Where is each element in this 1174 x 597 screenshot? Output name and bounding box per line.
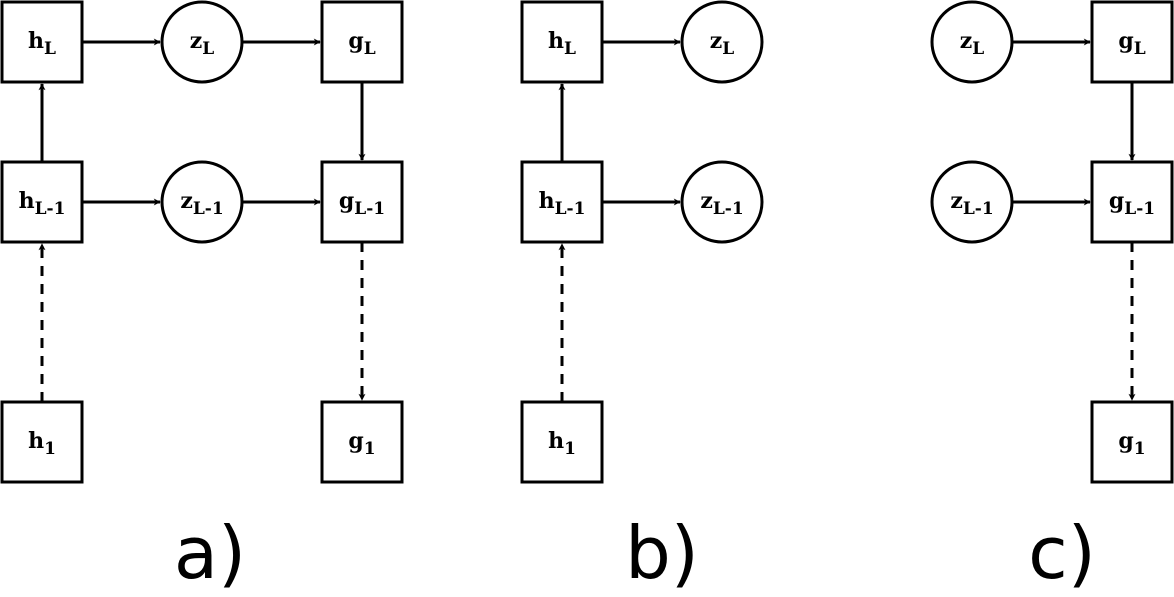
- node-g1: g1: [1090, 400, 1174, 484]
- svg-text:zL-1: zL-1: [180, 188, 223, 219]
- svg-text:hL-1: hL-1: [539, 188, 586, 219]
- svg-text:hL: hL: [28, 28, 56, 59]
- node-zL1: zL-1: [680, 160, 764, 244]
- svg-text:zL: zL: [710, 28, 735, 59]
- svg-text:g1: g1: [348, 428, 375, 459]
- svg-text:gL: gL: [348, 28, 375, 59]
- svg-text:gL-1: gL-1: [1109, 188, 1155, 219]
- svg-text:h1: h1: [548, 428, 576, 459]
- panel-b: hL zL hL-1 zL-1 h1 b): [520, 0, 764, 595]
- svg-text:zL: zL: [190, 28, 215, 59]
- panel-label-c: c): [1028, 511, 1096, 595]
- svg-text:hL: hL: [548, 28, 576, 59]
- node-zL1: zL-1: [160, 160, 244, 244]
- node-hL: hL: [520, 0, 604, 84]
- node-gL1: gL-1: [1090, 160, 1174, 244]
- svg-text:h1: h1: [28, 428, 56, 459]
- panel-c: zL gL zL-1 gL-1 g1 c): [930, 0, 1174, 595]
- panel-a: hL zL gL hL-1 zL-1 gL-1 h1 g1: [0, 0, 404, 595]
- node-gL: gL: [320, 0, 404, 84]
- node-gL1: gL-1: [320, 160, 404, 244]
- node-hL1: hL-1: [0, 160, 84, 244]
- node-g1: g1: [320, 400, 404, 484]
- svg-text:zL: zL: [960, 28, 985, 59]
- node-h1: h1: [0, 400, 84, 484]
- panel-label-a: a): [174, 511, 246, 595]
- svg-text:gL-1: gL-1: [339, 188, 385, 219]
- node-hL1: hL-1: [520, 160, 604, 244]
- node-h1: h1: [520, 400, 604, 484]
- panel-label-b: b): [625, 511, 699, 595]
- svg-text:gL: gL: [1118, 28, 1145, 59]
- node-zL: zL: [680, 0, 764, 84]
- node-zL1: zL-1: [930, 160, 1014, 244]
- node-hL: hL: [0, 0, 84, 84]
- svg-text:zL-1: zL-1: [700, 188, 743, 219]
- svg-text:g1: g1: [1118, 428, 1145, 459]
- node-zL: zL: [930, 0, 1014, 84]
- svg-text:zL-1: zL-1: [950, 188, 993, 219]
- svg-text:hL-1: hL-1: [19, 188, 66, 219]
- node-gL: gL: [1090, 0, 1174, 84]
- node-zL: zL: [160, 0, 244, 84]
